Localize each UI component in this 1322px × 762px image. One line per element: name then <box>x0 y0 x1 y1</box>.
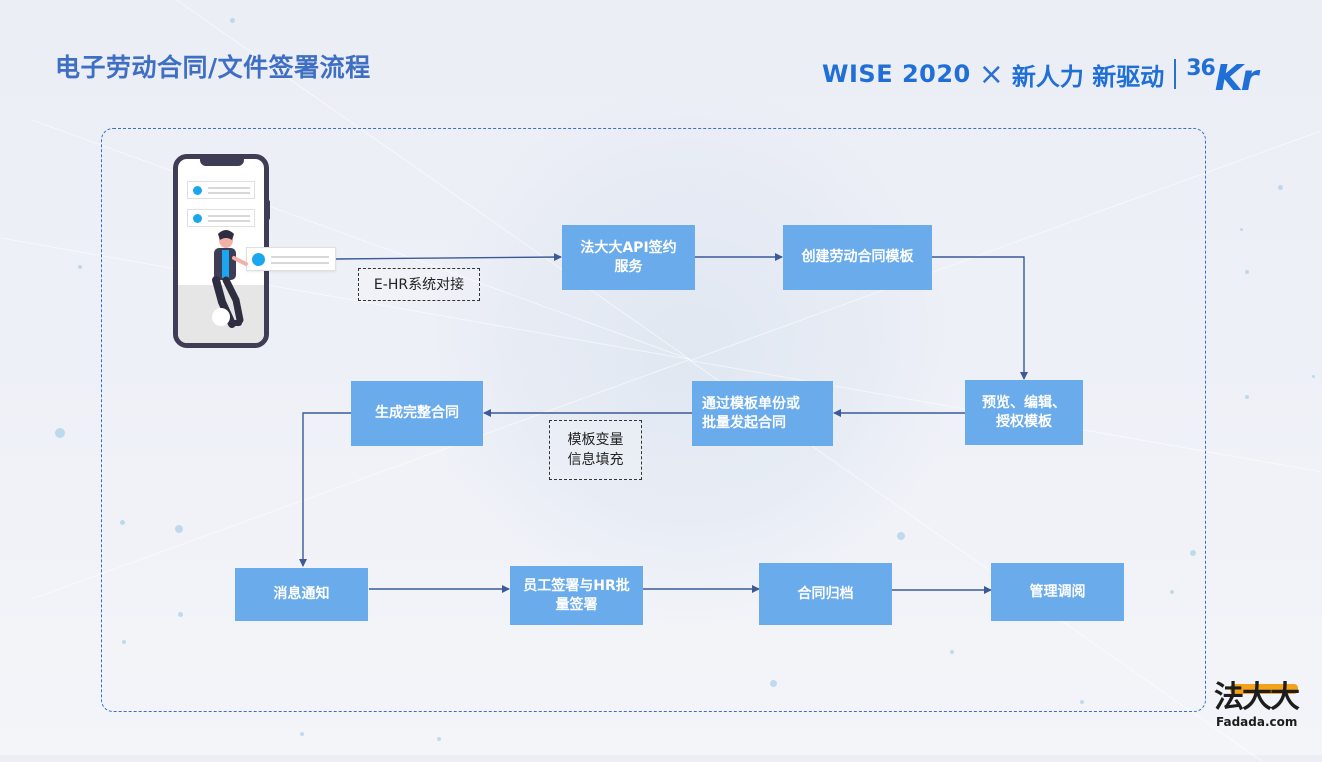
node-preview-template: 预览、编辑、 授权模板 <box>965 380 1083 445</box>
node-label: 生成完整合同 <box>375 405 459 421</box>
note-variable-fill: 模板变量 信息填充 <box>549 420 642 480</box>
particle-dot <box>1245 395 1249 399</box>
times-icon: × <box>978 56 1004 92</box>
node-label: 员工签署与HR批 量签署 <box>523 577 630 613</box>
node-label: 创建劳动合同模板 <box>801 249 914 265</box>
partner-logo-kr: Kr <box>1214 57 1259 99</box>
node-label: 合同归档 <box>797 585 854 602</box>
note-label: 模板变量 信息填充 <box>567 432 624 468</box>
logo-chars: 法大大 <box>1214 680 1300 715</box>
message-card <box>187 181 255 199</box>
node-manage: 管理调阅 <box>991 563 1124 621</box>
slide-title: 电子劳动合同/文件签署流程 <box>55 53 371 82</box>
message-card <box>187 209 255 227</box>
text-line <box>208 192 250 194</box>
particle-dot <box>1080 700 1084 704</box>
globe-background <box>420 85 960 625</box>
brand-divider <box>1174 59 1177 89</box>
highlighted-message-card <box>246 247 336 271</box>
text-line <box>208 187 250 189</box>
diagram-frame <box>101 128 1206 712</box>
person-figure <box>212 230 248 328</box>
node-create-template: 创建劳动合同模板 <box>783 225 932 290</box>
node-label: 预览、编辑、 授权模板 <box>982 394 1066 430</box>
particle-dot <box>300 732 304 736</box>
particle-dot <box>1245 270 1249 274</box>
particle-dot <box>120 520 125 525</box>
particle-dot <box>1170 590 1174 594</box>
particle-dot <box>437 737 441 741</box>
node-generate-contract: 生成完整合同 <box>351 381 483 446</box>
dot-icon <box>193 186 202 195</box>
node-api-service: 法大大API签约 服务 <box>562 225 695 290</box>
logo-url: Fadada.com <box>1216 715 1298 729</box>
node-initiate-contract: 通过模板单份或 批量发起合同 <box>692 381 833 446</box>
particle-dot <box>1278 185 1283 190</box>
dot-icon <box>193 214 202 223</box>
node-label: 管理调阅 <box>1029 583 1086 600</box>
node-label: 法大大API签约 服务 <box>580 239 677 275</box>
text-line <box>208 220 250 222</box>
dot-icon <box>252 253 265 266</box>
particle-dot <box>770 680 777 687</box>
text-line <box>271 256 329 258</box>
fadada-logo: 法大大 Fadada.com <box>1214 680 1300 730</box>
particle-dot <box>55 428 65 438</box>
particle-dot <box>230 18 235 23</box>
event-name: WISE 2020 <box>822 60 971 88</box>
particle-dot <box>1190 550 1196 556</box>
node-label: 通过模板单份或 批量发起合同 <box>702 395 800 431</box>
particle-dot <box>122 640 126 644</box>
node-notification: 消息通知 <box>235 568 368 621</box>
logo-wave-accent <box>1230 684 1298 694</box>
partner-logo-number: 36 <box>1186 55 1216 81</box>
text-line <box>208 215 250 217</box>
add-icon <box>212 308 230 326</box>
particle-dot <box>178 612 183 617</box>
event-brand: WISE 2020 × 新人力 新驱动 36 Kr <box>822 55 1258 99</box>
node-archive: 合同归档 <box>759 563 892 625</box>
particle-dot <box>950 650 954 654</box>
phone-side-button <box>266 200 270 220</box>
particle-dot <box>1240 228 1243 231</box>
note-ehr-integration: E-HR系统对接 <box>358 268 480 301</box>
phone-notch <box>200 159 244 166</box>
node-signing: 员工签署与HR批 量签署 <box>510 566 643 625</box>
node-label: 消息通知 <box>273 586 330 602</box>
note-label: E-HR系统对接 <box>373 276 465 293</box>
particle-dot <box>897 532 905 540</box>
text-line <box>271 262 329 264</box>
particle-dot <box>1312 375 1315 378</box>
particle-dot <box>78 265 82 269</box>
particle-dot <box>175 525 183 533</box>
event-slogan: 新人力 新驱动 <box>1011 62 1165 91</box>
